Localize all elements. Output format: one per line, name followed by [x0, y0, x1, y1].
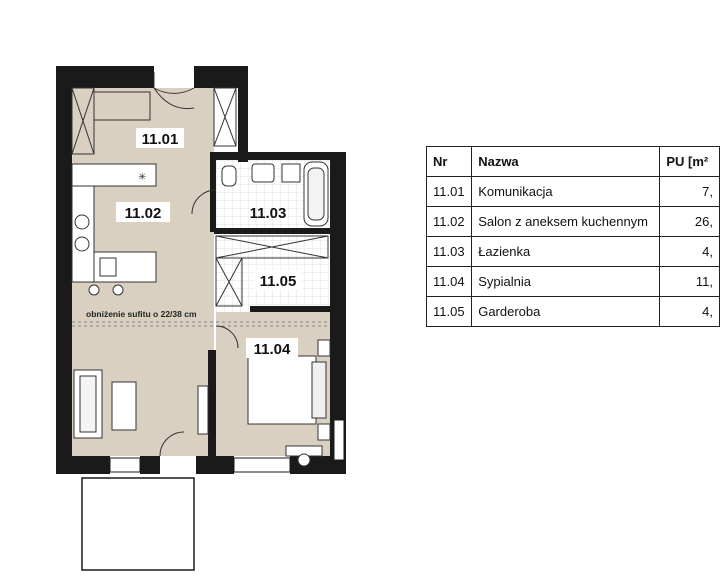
wall-inner-vertical — [210, 152, 216, 232]
header-nr: Nr — [425, 146, 473, 177]
table-header-row: Nr Nazwa PU [m² — [425, 146, 720, 177]
room-nr: 11.05 — [425, 296, 473, 327]
tv-stand — [197, 385, 209, 435]
sink-icon — [251, 163, 275, 183]
living-furniture — [73, 369, 209, 439]
washer-icon — [281, 163, 301, 183]
header-name: Nazwa — [471, 146, 661, 177]
room-name: Salon z aneksem kuchennym — [471, 206, 661, 237]
table-row: 11.05 Garderoba 4, — [425, 296, 720, 327]
window-right — [333, 419, 345, 461]
coffee-table — [111, 381, 137, 431]
label-11-01: 11.01 — [142, 131, 179, 148]
room-name: Komunikacja — [471, 176, 661, 207]
label-11-04: 11.04 — [254, 341, 291, 358]
wall-garderoba-bottom — [250, 306, 330, 312]
walls — [56, 66, 346, 474]
bathroom-fixtures — [221, 161, 329, 227]
wall-inner-vertical-low — [208, 350, 216, 456]
room-area: 4, — [659, 296, 720, 327]
label-11-02: 11.02 — [125, 205, 162, 222]
garderoba-shelves — [215, 235, 329, 307]
room-area: 7, — [659, 176, 720, 207]
wall-garderoba-top — [214, 228, 330, 234]
windows — [109, 419, 345, 473]
bed — [247, 355, 317, 425]
room-labels: 11.01 11.02 11.03 11.05 11.04 obniżenie … — [86, 128, 302, 358]
wall-right-upper — [238, 66, 248, 162]
svg-text:✳: ✳ — [138, 172, 146, 183]
room-area: 11, — [659, 266, 720, 297]
room-nr: 11.04 — [425, 266, 473, 297]
hall-wardrobe — [71, 87, 237, 155]
chair-icon — [297, 453, 311, 467]
room-name: Sypialnia — [471, 266, 661, 297]
nightstand — [317, 339, 331, 357]
wall-top-left — [56, 66, 154, 88]
room-name: Garderoba — [471, 296, 661, 327]
toilet-icon — [221, 165, 237, 187]
floor-komunikacja — [72, 88, 214, 160]
room-area: 4, — [659, 236, 720, 267]
window-bottom-left — [109, 457, 141, 473]
label-11-05: 11.05 — [260, 273, 297, 290]
table-row: 11.01 Komunikacja 7, — [425, 176, 720, 207]
entrance-door — [153, 72, 195, 110]
hob-icon — [74, 214, 90, 230]
ceiling-note: obniżenie sufitu o 22/38 cm — [86, 309, 197, 319]
header-area: PU [m² — [659, 146, 720, 177]
kitchen: ✳ — [71, 163, 157, 296]
wall-left — [56, 66, 72, 474]
room-nr: 11.03 — [425, 236, 473, 267]
room-name: Łazienka — [471, 236, 661, 267]
balcony — [81, 477, 195, 571]
kitchen-counter-top — [71, 163, 157, 187]
table-row: 11.02 Salon z aneksem kuchennym 26, — [425, 206, 720, 237]
inner-doors — [159, 189, 239, 457]
kitchen-counter-left — [71, 185, 95, 283]
wall-bottom-left — [56, 456, 110, 474]
room-area-table: Nr Nazwa PU [m² 11.01 Komunikacja 7, 11.… — [425, 146, 720, 327]
table-row: 11.03 Łazienka 4, — [425, 236, 720, 267]
wall-bottom-mid — [140, 456, 160, 474]
window-bottom-right — [233, 457, 291, 473]
room-nr: 11.01 — [425, 176, 473, 207]
wall-bath-top — [214, 152, 344, 160]
wall-right — [330, 152, 346, 474]
wall-bottom-mid2 — [196, 456, 234, 474]
table-row: 11.04 Sypialnia 11, — [425, 266, 720, 297]
label-11-03: 11.03 — [250, 205, 287, 222]
room-area: 26, — [659, 206, 720, 237]
wall-top-right — [194, 66, 244, 88]
oven-icon — [99, 257, 117, 277]
room-nr: 11.02 — [425, 206, 473, 237]
